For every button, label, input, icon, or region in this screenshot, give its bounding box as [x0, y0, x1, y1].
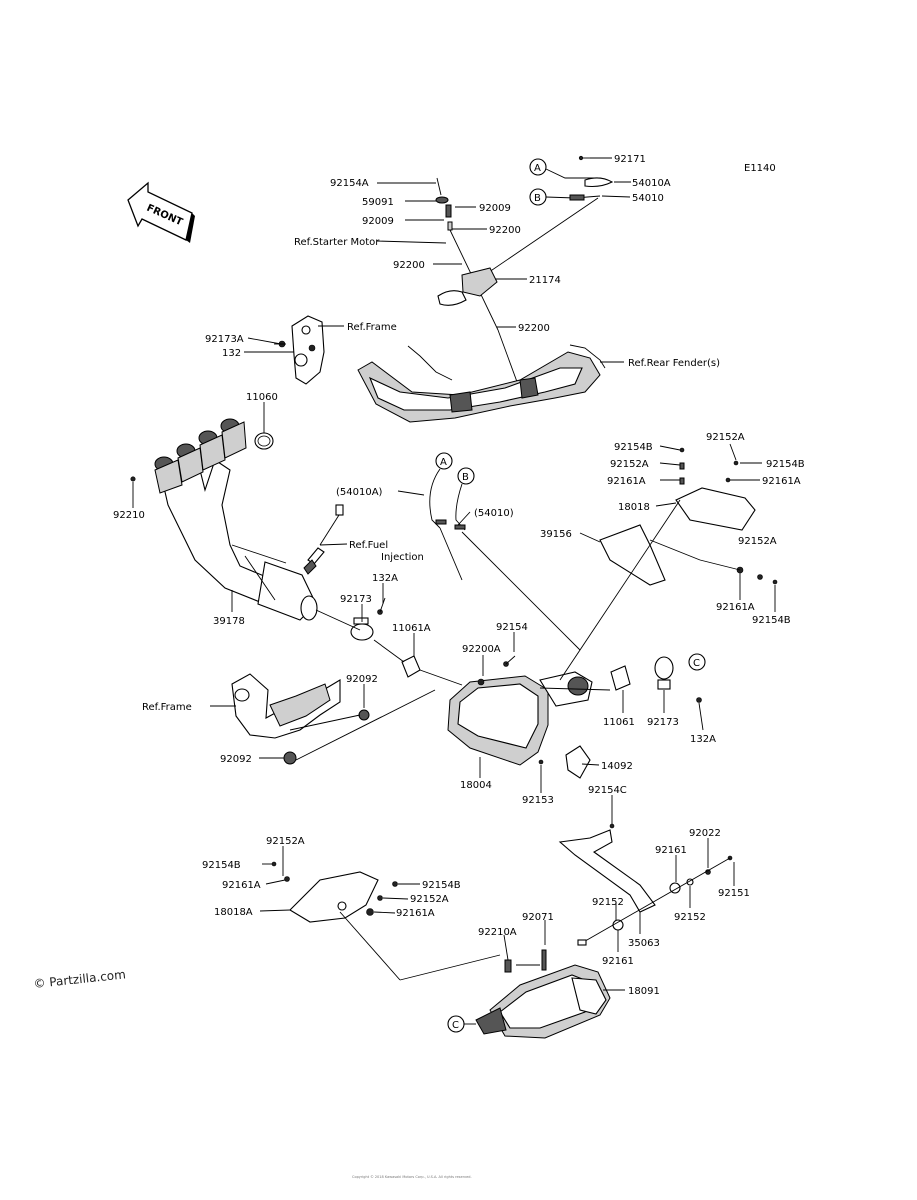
muffler-bracket: [558, 823, 733, 946]
ref-rear-fender: Ref.Rear Fender(s): [628, 358, 720, 369]
label-92022: 92022: [689, 828, 721, 839]
gasket-11061a: [401, 655, 421, 678]
label-92154b-d: 92154B: [202, 860, 241, 871]
label-92092-a: 92092: [346, 674, 378, 685]
label-92092-b: 92092: [220, 754, 252, 765]
label-92210: 92210: [113, 510, 145, 521]
exhaust-header-assembly: [130, 418, 318, 621]
diagram-code: E1140: [744, 163, 776, 174]
label-92210a: 92210A: [478, 927, 517, 938]
label-92200-b: 92200: [393, 260, 425, 271]
label-11061: 11061: [603, 717, 635, 728]
callout-b-mid-label: B: [462, 472, 469, 483]
o2-sensor: [303, 504, 344, 575]
label-92154b-c: 92154B: [752, 615, 791, 626]
label-18004: 18004: [460, 780, 492, 791]
label-92152a-d: 92152A: [266, 836, 305, 847]
ref-starter-motor: Ref.Starter Motor: [294, 237, 380, 248]
label-92173a: 92173A: [205, 334, 244, 345]
label-92009-right: 92009: [479, 203, 511, 214]
rear-fender-frame: [357, 344, 606, 423]
footer-text: Copyright © 2018 Kawasaki Motors Corp., …: [352, 1175, 472, 1179]
callout-a-top-label: A: [534, 163, 541, 174]
label-39156: 39156: [540, 529, 572, 540]
label-92152a-c: 92152A: [738, 536, 777, 547]
label-92161a-c: 92161A: [716, 602, 755, 613]
valve-cables-lower: A B: [429, 452, 581, 651]
label-92154b-b: 92154B: [766, 459, 805, 470]
frame-bracket-lower: [231, 673, 436, 765]
exhaust-chamber-18004: [447, 655, 611, 766]
gasket-clamp-right: C: [610, 653, 706, 703]
label-92161a-b: 92161A: [762, 476, 801, 487]
callout-c-bottom-label: C: [452, 1020, 459, 1031]
side-cover-right: [559, 447, 778, 681]
label-92154: 92154: [496, 622, 528, 633]
label-92161a-d: 92161A: [222, 880, 261, 891]
ref-fuel-injection-2: Injection: [381, 552, 424, 563]
callout-c-right-label: C: [693, 658, 700, 669]
label-92161-a: 92161: [655, 845, 687, 856]
callout-b-top-label: B: [534, 193, 541, 204]
label-11061a: 11061A: [392, 623, 431, 634]
label-92152a-e: 92152A: [410, 894, 449, 905]
label-92171: 92171: [614, 154, 646, 165]
label-92152a-b: 92152A: [610, 459, 649, 470]
label-18091: 18091: [628, 986, 660, 997]
callout-a-mid-label: A: [440, 457, 447, 468]
callout-a-top: [529, 158, 547, 176]
label-92153: 92153: [522, 795, 554, 806]
label-92154b-a: 92154B: [614, 442, 653, 453]
label-132: 132: [222, 348, 241, 359]
ref-fuel-injection-1: Ref.Fuel: [349, 540, 388, 551]
label-39178: 39178: [213, 616, 245, 627]
label-92009-left: 92009: [362, 216, 394, 227]
frame-bracket-upper: [274, 315, 325, 385]
label-18018a: 18018A: [214, 907, 253, 918]
label-54010-paren: (54010): [474, 508, 514, 519]
label-54010a-paren: (54010A): [336, 487, 383, 498]
cable-assembly: A B: [435, 155, 614, 391]
label-92173-upper: 92173: [340, 594, 372, 605]
label-92154b-e: 92154B: [422, 880, 461, 891]
label-92071: 92071: [522, 912, 554, 923]
label-92152-a: 92152: [592, 897, 624, 908]
label-92151: 92151: [718, 888, 750, 899]
label-18018: 18018: [618, 502, 650, 513]
label-92200-c: 92200: [518, 323, 550, 334]
front-arrow-icon: FRONT: [127, 181, 195, 243]
label-14092: 14092: [601, 761, 633, 772]
label-92161a-e: 92161A: [396, 908, 435, 919]
label-92173-right: 92173: [647, 717, 679, 728]
label-92161a-a: 92161A: [607, 476, 646, 487]
ref-frame-upper: Ref.Frame: [347, 322, 397, 333]
label-59091: 59091: [362, 197, 394, 208]
ref-frame-lower: Ref.Frame: [142, 702, 192, 713]
heat-guard-14092: [565, 745, 591, 779]
watermark: © Partzilla.com: [33, 967, 127, 991]
label-11060: 11060: [246, 392, 278, 403]
side-cover-left: [271, 861, 501, 981]
leader-lines: [132, 157, 776, 991]
label-132a-right: 132A: [690, 734, 716, 745]
label-35063: 35063: [628, 938, 660, 949]
label-54010: 54010: [632, 193, 664, 204]
muffler-18091: C: [447, 949, 611, 1039]
label-92152-b: 92152: [674, 912, 706, 923]
label-92152a-a: 92152A: [706, 432, 745, 443]
label-21174: 21174: [529, 275, 561, 286]
label-92200a: 92200A: [462, 644, 501, 655]
part-labels: 92171 54010A 54010 92154A 59091 92009 92…: [113, 154, 805, 997]
label-54010a: 54010A: [632, 178, 671, 189]
label-92200-a: 92200: [489, 225, 521, 236]
label-92161-b: 92161: [602, 956, 634, 967]
label-92154a: 92154A: [330, 178, 369, 189]
label-132a-upper: 132A: [372, 573, 398, 584]
label-92154c: 92154C: [588, 785, 627, 796]
